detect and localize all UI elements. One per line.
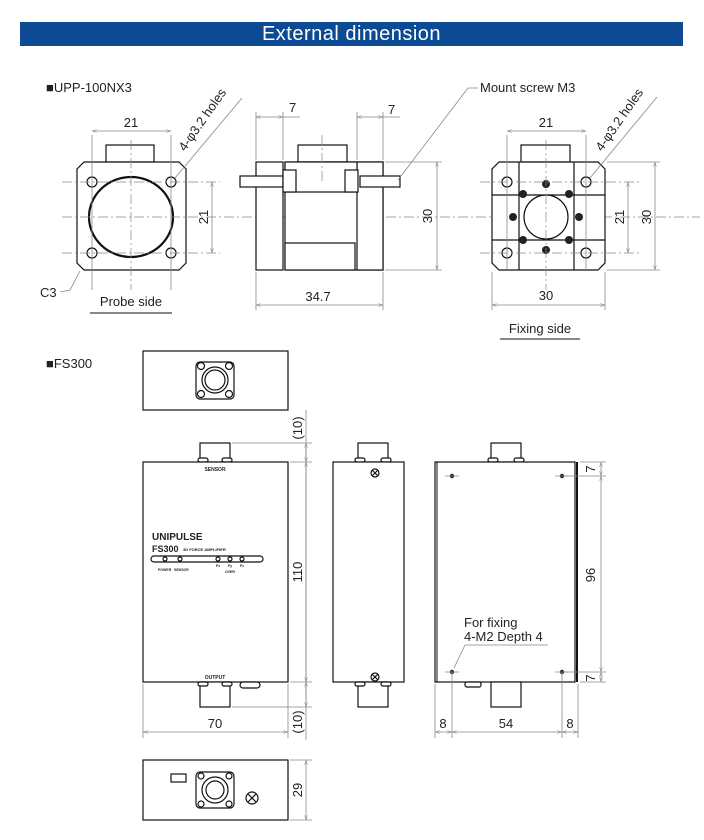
panel-model: FS300 [152,544,179,554]
probe-side-label: Probe side [100,294,162,309]
dim-back-mid: 54 [499,716,513,731]
panel-sensor-label: SENSOR [204,467,226,473]
sensor-side-view [239,87,478,310]
amp-bottom-view [142,759,312,821]
dim-probe-height: 21 [196,210,211,224]
amp-top-view [142,350,289,411]
fy-led-label: Fy [228,564,232,568]
brand-logo: UNIPULSE [152,532,203,543]
fz-led-label: Fz [240,564,244,568]
dim-amp-depth: 29 [290,783,305,797]
amp-front-dims [142,410,312,740]
dim-fix-pitch-v: 21 [612,210,627,224]
panel-output-label: OUTPUT [205,675,226,681]
dim-side-height: 30 [420,209,435,223]
amp-back-view [434,442,606,738]
dim-back-bottom: 7 [583,674,598,681]
amp-side-view [332,442,405,708]
dim-back-right: 8 [566,716,573,731]
dim-back-top: 7 [583,465,598,472]
chamfer-label: C3 [40,285,57,300]
holes-label-left: 4-φ3.2 holes [175,85,229,154]
amplifier-model-label: ■FS300 [46,356,92,371]
amp-front-view [142,442,289,708]
panel-subtitle: 3D FORCE AMPLIFIER [183,547,226,552]
fixing-note-line2: 4-M2 Depth 4 [464,629,543,644]
fixing-side-label: Fixing side [509,321,571,336]
page-title-banner: External dimension [20,22,683,46]
dim-side-length: 34.7 [305,289,330,304]
dim-fix-width: 30 [539,288,553,303]
fixing-note-line1: For fixing [464,615,517,630]
dim-fix-pitch: 21 [539,115,553,130]
dim-side-left: 7 [289,100,296,115]
dim-probe-width: 21 [124,115,138,130]
dim-amp-height: 110 [290,562,305,583]
mount-screw-label: Mount screw M3 [480,80,575,95]
power-led-label: POWER [158,568,172,572]
over-label: OVER [225,570,235,574]
dim-fix-height: 30 [639,210,654,224]
dim-bottom-connector: (10) [290,710,305,733]
fixing-side-view [480,96,660,310]
dim-back-pitch: 96 [583,568,598,582]
sensor-model-label: ■UPP-100NX3 [46,80,132,95]
fx-led-label: Fx [216,564,220,568]
dim-top-connector: (10) [290,416,305,439]
dim-amp-width: 70 [208,716,222,731]
dim-side-right: 7 [388,102,395,117]
dim-back-left: 8 [439,716,446,731]
sensor-led-label: SENSOR [174,568,189,572]
